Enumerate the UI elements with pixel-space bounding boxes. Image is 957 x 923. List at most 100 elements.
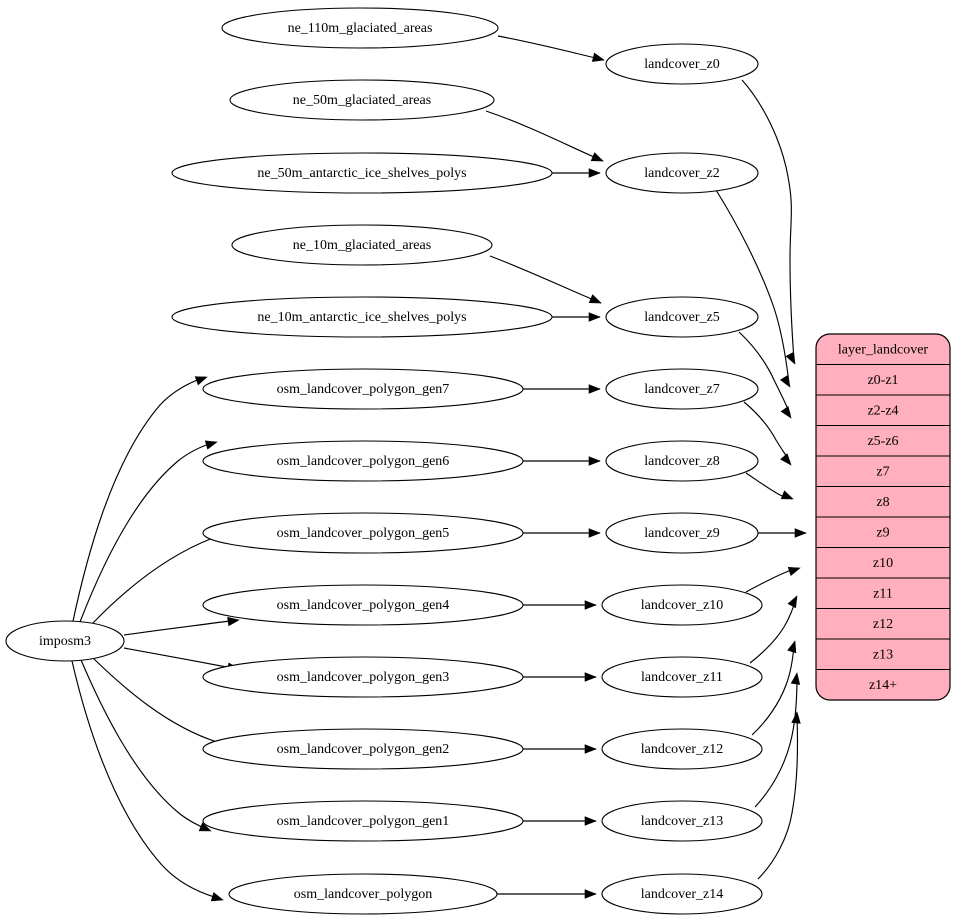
edge-ne50mglac-to-z2 bbox=[485, 110, 604, 162]
layer-table-row-z11[interactable]: z11 bbox=[873, 586, 893, 601]
node-landcover_z2[interactable]: landcover_z2 bbox=[605, 152, 759, 194]
node-landcover_z0[interactable]: landcover_z0 bbox=[605, 43, 759, 85]
arrow-into-z10 bbox=[584, 600, 597, 610]
layer-table-row-z7[interactable]: z7 bbox=[876, 464, 889, 479]
arrow-table-z8 bbox=[780, 490, 794, 500]
node-shape-ne_50m_antarctic_ice_shelves_polys bbox=[171, 152, 553, 194]
node-shape-landcover_z2 bbox=[605, 152, 759, 194]
arrow-table-z11 bbox=[787, 595, 798, 609]
node-landcover_z10[interactable]: landcover_z10 bbox=[601, 584, 763, 626]
node-ne_110m_glaciated_areas[interactable]: ne_110m_glaciated_areas bbox=[221, 7, 499, 49]
layer-table-row-z12[interactable]: z12 bbox=[873, 617, 893, 632]
edge-ne110m-to-z0 bbox=[497, 35, 605, 61]
layer-table-row-z10[interactable]: z10 bbox=[873, 556, 893, 571]
node-shape-landcover_z7 bbox=[605, 368, 759, 410]
node-osm_landcover_polygon_gen5[interactable]: osm_landcover_polygon_gen5 bbox=[202, 512, 524, 554]
node-label-ne_10m_glaciated_areas: ne_10m_glaciated_areas bbox=[293, 238, 431, 253]
arrow-into-z14 bbox=[584, 889, 597, 899]
node-shape-osm_landcover_polygon_gen5 bbox=[202, 512, 524, 554]
node-label-landcover_z2: landcover_z2 bbox=[644, 166, 719, 181]
nodes-layer: imposm3 ne_110m_glaciated_areas ne_50m_gla… bbox=[5, 7, 763, 915]
arrow-into-z11 bbox=[584, 672, 597, 682]
arrow-into-z13 bbox=[584, 816, 597, 826]
node-shape-osm_landcover_polygon_gen3 bbox=[202, 656, 524, 698]
node-shape-landcover_z13 bbox=[601, 800, 763, 842]
arrow-into-gen1 bbox=[198, 822, 212, 832]
node-label-ne_110m_glaciated_areas: ne_110m_glaciated_areas bbox=[288, 21, 433, 36]
node-osm_landcover_polygon_gen2[interactable]: osm_landcover_polygon_gen2 bbox=[202, 728, 524, 770]
node-landcover_z11[interactable]: landcover_z11 bbox=[601, 656, 763, 698]
node-shape-landcover_z5 bbox=[605, 296, 759, 338]
node-shape-landcover_z8 bbox=[605, 440, 759, 482]
node-landcover_z8[interactable]: landcover_z8 bbox=[605, 440, 759, 482]
node-label-landcover_z14: landcover_z14 bbox=[641, 887, 723, 902]
layer-table-row-z14+[interactable]: z14+ bbox=[869, 678, 897, 693]
arrow-into-z2-b bbox=[588, 168, 601, 178]
node-label-landcover_z8: landcover_z8 bbox=[644, 454, 719, 469]
node-label-osm_landcover_polygon_gen6: osm_landcover_polygon_gen6 bbox=[277, 454, 450, 469]
node-label-osm_landcover_polygon_gen5: osm_landcover_polygon_gen5 bbox=[277, 526, 450, 541]
arrow-table-z2z4 bbox=[779, 374, 791, 388]
node-label-osm_landcover_polygon_gen2: osm_landcover_polygon_gen2 bbox=[277, 742, 450, 757]
node-landcover_z7[interactable]: landcover_z7 bbox=[605, 368, 759, 410]
node-label-landcover_z11: landcover_z11 bbox=[641, 670, 723, 685]
arrow-into-z5-a bbox=[588, 294, 602, 304]
node-label-imposm3: imposm3 bbox=[39, 634, 91, 649]
edge-z2-to-table bbox=[715, 189, 790, 384]
node-ne_10m_glaciated_areas[interactable]: ne_10m_glaciated_areas bbox=[231, 224, 493, 266]
layer-table-row-z13[interactable]: z13 bbox=[873, 647, 893, 662]
edge-z11-to-table bbox=[749, 598, 797, 664]
node-osm_landcover_polygon_gen7[interactable]: osm_landcover_polygon_gen7 bbox=[202, 368, 524, 410]
node-label-osm_landcover_polygon_gen4: osm_landcover_polygon_gen4 bbox=[277, 598, 450, 613]
node-landcover_z13[interactable]: landcover_z13 bbox=[601, 800, 763, 842]
arrow-into-gen4 bbox=[227, 616, 240, 627]
arrow-table-z10 bbox=[787, 566, 801, 576]
layer-landcover-table[interactable]: layer_landcover z0-z1 z2-z4 z5-z6 z7 z8 z9 z10 z… bbox=[815, 333, 951, 701]
node-shape-landcover_z10 bbox=[601, 584, 763, 626]
node-label-osm_landcover_polygon_gen7: osm_landcover_polygon_gen7 bbox=[277, 382, 450, 397]
layer-table-row-z0-z1[interactable]: z0-z1 bbox=[867, 373, 898, 388]
edge-z5-to-table bbox=[738, 331, 791, 415]
arrow-into-z8 bbox=[588, 456, 601, 466]
node-shape-osm_landcover_polygon_gen4 bbox=[202, 584, 524, 626]
node-shape-ne_50m_glaciated_areas bbox=[229, 79, 495, 121]
layer-table-row-z5-z6[interactable]: z5-z6 bbox=[867, 434, 898, 449]
arrow-into-polygon bbox=[210, 892, 224, 902]
node-landcover_z9[interactable]: landcover_z9 bbox=[605, 512, 759, 554]
layer-table-row-z8[interactable]: z8 bbox=[876, 495, 889, 510]
arrow-into-z9 bbox=[588, 528, 601, 538]
arrow-into-z2-a bbox=[590, 152, 604, 162]
edge-z0-to-table bbox=[741, 79, 795, 361]
node-landcover_z5[interactable]: landcover_z5 bbox=[605, 296, 759, 338]
node-osm_landcover_polygon_gen4[interactable]: osm_landcover_polygon_gen4 bbox=[202, 584, 524, 626]
arrow-into-z5-b bbox=[588, 312, 601, 322]
arrow-into-gen6 bbox=[204, 440, 218, 450]
node-ne_10m_antarctic_ice_shelves_polys[interactable]: ne_10m_antarctic_ice_shelves_polys bbox=[171, 296, 553, 338]
node-landcover_z12[interactable]: landcover_z12 bbox=[601, 728, 763, 770]
layer-table-header: layer_landcover bbox=[838, 342, 929, 357]
node-landcover_z14[interactable]: landcover_z14 bbox=[601, 873, 763, 915]
edge-imposm3-to-gen3 bbox=[123, 647, 238, 670]
node-imposm3[interactable]: imposm3 bbox=[5, 620, 125, 662]
layer-table-row-z9[interactable]: z9 bbox=[876, 525, 889, 540]
node-osm_landcover_polygon_gen3[interactable]: osm_landcover_polygon_gen3 bbox=[202, 656, 524, 698]
node-osm_landcover_polygon[interactable]: osm_landcover_polygon bbox=[228, 873, 498, 915]
arrow-table-z0z1 bbox=[785, 351, 796, 365]
arrow-into-z7 bbox=[588, 384, 601, 394]
node-shape-osm_landcover_polygon_gen1 bbox=[202, 800, 524, 842]
node-ne_50m_glaciated_areas[interactable]: ne_50m_glaciated_areas bbox=[229, 79, 495, 121]
edge-imposm3-to-polygon bbox=[71, 660, 222, 900]
node-shape-ne_10m_antarctic_ice_shelves_polys bbox=[171, 296, 553, 338]
arrow-table-z5z6 bbox=[780, 406, 792, 419]
node-label-landcover_z0: landcover_z0 bbox=[644, 57, 719, 72]
node-osm_landcover_polygon_gen1[interactable]: osm_landcover_polygon_gen1 bbox=[202, 800, 524, 842]
node-label-ne_50m_antarctic_ice_shelves_polys: ne_50m_antarctic_ice_shelves_polys bbox=[257, 166, 466, 181]
layer-table-row-z2-z4[interactable]: z2-z4 bbox=[867, 403, 898, 418]
edge-imposm3-to-gen7 bbox=[72, 376, 206, 622]
node-label-ne_50m_glaciated_areas: ne_50m_glaciated_areas bbox=[293, 93, 431, 108]
node-shape-landcover_z9 bbox=[605, 512, 759, 554]
node-shape-landcover_z14 bbox=[601, 873, 763, 915]
node-ne_50m_antarctic_ice_shelves_polys[interactable]: ne_50m_antarctic_ice_shelves_polys bbox=[171, 152, 553, 194]
node-osm_landcover_polygon_gen6[interactable]: osm_landcover_polygon_gen6 bbox=[202, 440, 524, 482]
